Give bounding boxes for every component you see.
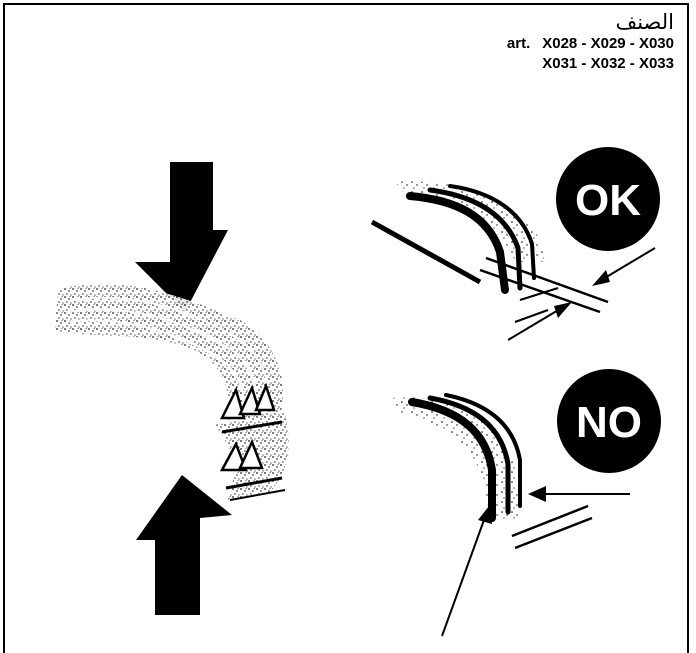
no-label: NO [576,398,642,447]
press-arrow-up [136,475,232,615]
crimp-illustration [55,162,289,615]
ok-label: OK [575,176,641,225]
ok-detail: OK [372,147,660,340]
no-detail: NO [390,369,661,636]
